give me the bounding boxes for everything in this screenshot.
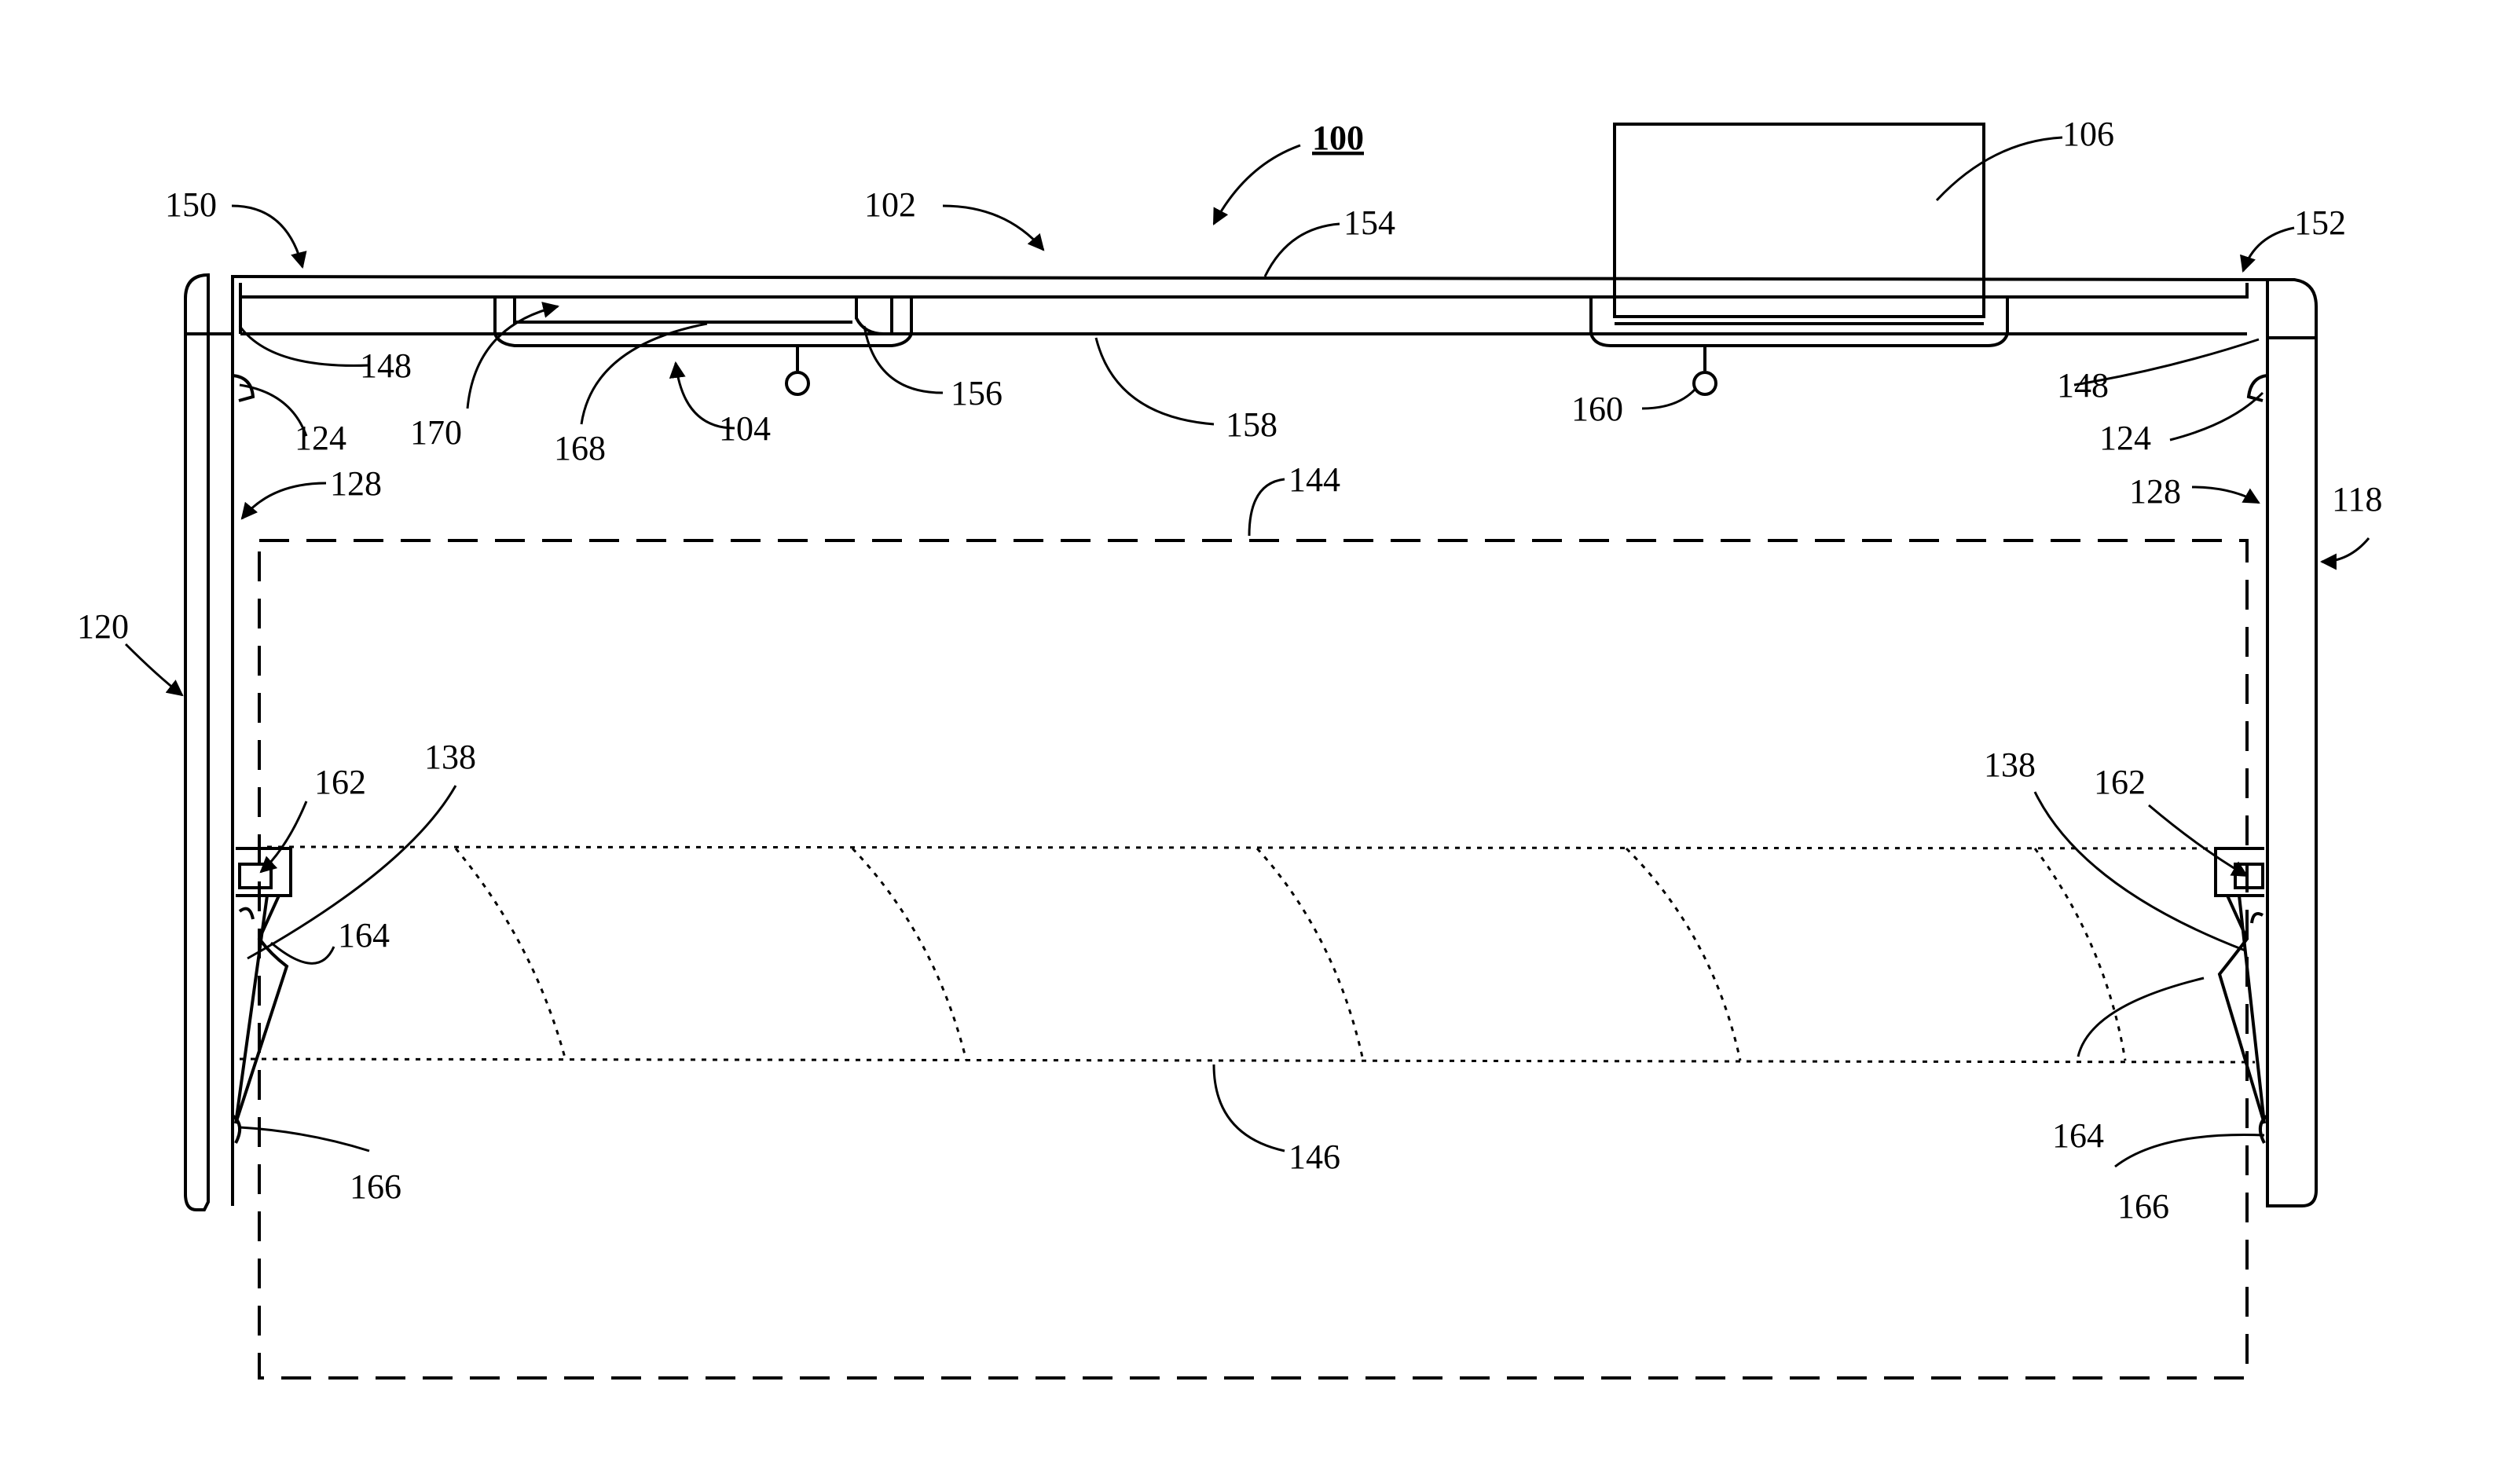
label-104: 104 <box>719 409 771 448</box>
label-168: 168 <box>554 429 606 467</box>
leader-148-left <box>240 326 369 365</box>
right-arm-side <box>2239 896 2264 1123</box>
leader-146 <box>1214 1064 1285 1151</box>
leader-162-right <box>2149 805 2247 876</box>
label-120: 120 <box>77 607 129 646</box>
label-170: 170 <box>410 413 462 452</box>
leader-166-right <box>2115 1135 2264 1167</box>
label-146: 146 <box>1288 1138 1340 1176</box>
leader-144 <box>1249 479 1285 536</box>
left-arm-side <box>236 896 267 1123</box>
label-158: 158 <box>1226 405 1277 444</box>
label-150: 150 <box>165 185 217 224</box>
label-166-right: 166 <box>2117 1187 2169 1226</box>
right-side-member <box>2267 280 2316 1206</box>
label-144: 144 <box>1288 460 1340 499</box>
arrow-102 <box>943 206 1043 250</box>
label-148-left: 148 <box>360 346 412 385</box>
leader-124-right <box>2170 393 2263 440</box>
label-164-right: 164 <box>2052 1116 2104 1155</box>
leader-106 <box>1937 137 2062 200</box>
label-124-right: 124 <box>2099 419 2151 457</box>
label-152: 152 <box>2294 203 2346 242</box>
arrow-128-right <box>2192 487 2259 503</box>
leader-162-left <box>261 801 306 872</box>
label-102: 102 <box>864 185 916 224</box>
leader-154 <box>1265 224 1340 277</box>
carriage-pin-160a <box>786 372 808 394</box>
top-rail-inner <box>240 283 2247 297</box>
motor-pin-160 <box>1694 372 1716 394</box>
left-side-member <box>185 275 208 1210</box>
label-164-left: 164 <box>338 916 390 955</box>
arrow-120 <box>126 644 182 695</box>
leader-164-right <box>2078 978 2204 1057</box>
dotted-helix-146 <box>240 847 2263 1062</box>
label-148-right: 148 <box>2057 366 2109 405</box>
arrow-152 <box>2243 228 2294 271</box>
top-rail-upper <box>233 277 2267 280</box>
carriage-hook-156 <box>856 297 892 334</box>
arrow-150 <box>232 206 302 267</box>
label-162-right: 162 <box>2094 763 2146 801</box>
arrow-100 <box>1214 145 1300 224</box>
motor-box-106 <box>1615 124 1984 317</box>
dashed-enclosure-144 <box>259 540 2247 1378</box>
label-138-right: 138 <box>1984 746 2036 784</box>
arrow-128-left <box>242 483 326 518</box>
label-118: 118 <box>2332 480 2382 518</box>
right-clip-hook <box>2252 914 2263 923</box>
leader-138-right <box>2035 792 2245 951</box>
label-138-left: 138 <box>424 738 476 776</box>
label-128-right: 128 <box>2129 472 2181 511</box>
leader-158 <box>1096 338 1214 424</box>
label-162-left: 162 <box>314 763 366 801</box>
arrow-118 <box>2322 538 2369 562</box>
label-154: 154 <box>1343 203 1395 242</box>
left-clip-hook <box>240 909 253 919</box>
leader-168 <box>581 324 707 424</box>
leader-160 <box>1642 389 1695 409</box>
label-160: 160 <box>1571 390 1623 428</box>
leader-156 <box>864 326 943 393</box>
label-156: 156 <box>951 374 1003 412</box>
label-166-left: 166 <box>350 1167 401 1206</box>
label-124-left: 124 <box>295 419 346 457</box>
motor-mount <box>1591 297 2007 346</box>
label-128-left: 128 <box>330 464 382 503</box>
label-100: 100 <box>1312 119 1364 157</box>
carriage-inner-slot <box>515 297 852 322</box>
right-clip-inner <box>2235 864 2263 888</box>
label-106: 106 <box>2062 115 2114 153</box>
